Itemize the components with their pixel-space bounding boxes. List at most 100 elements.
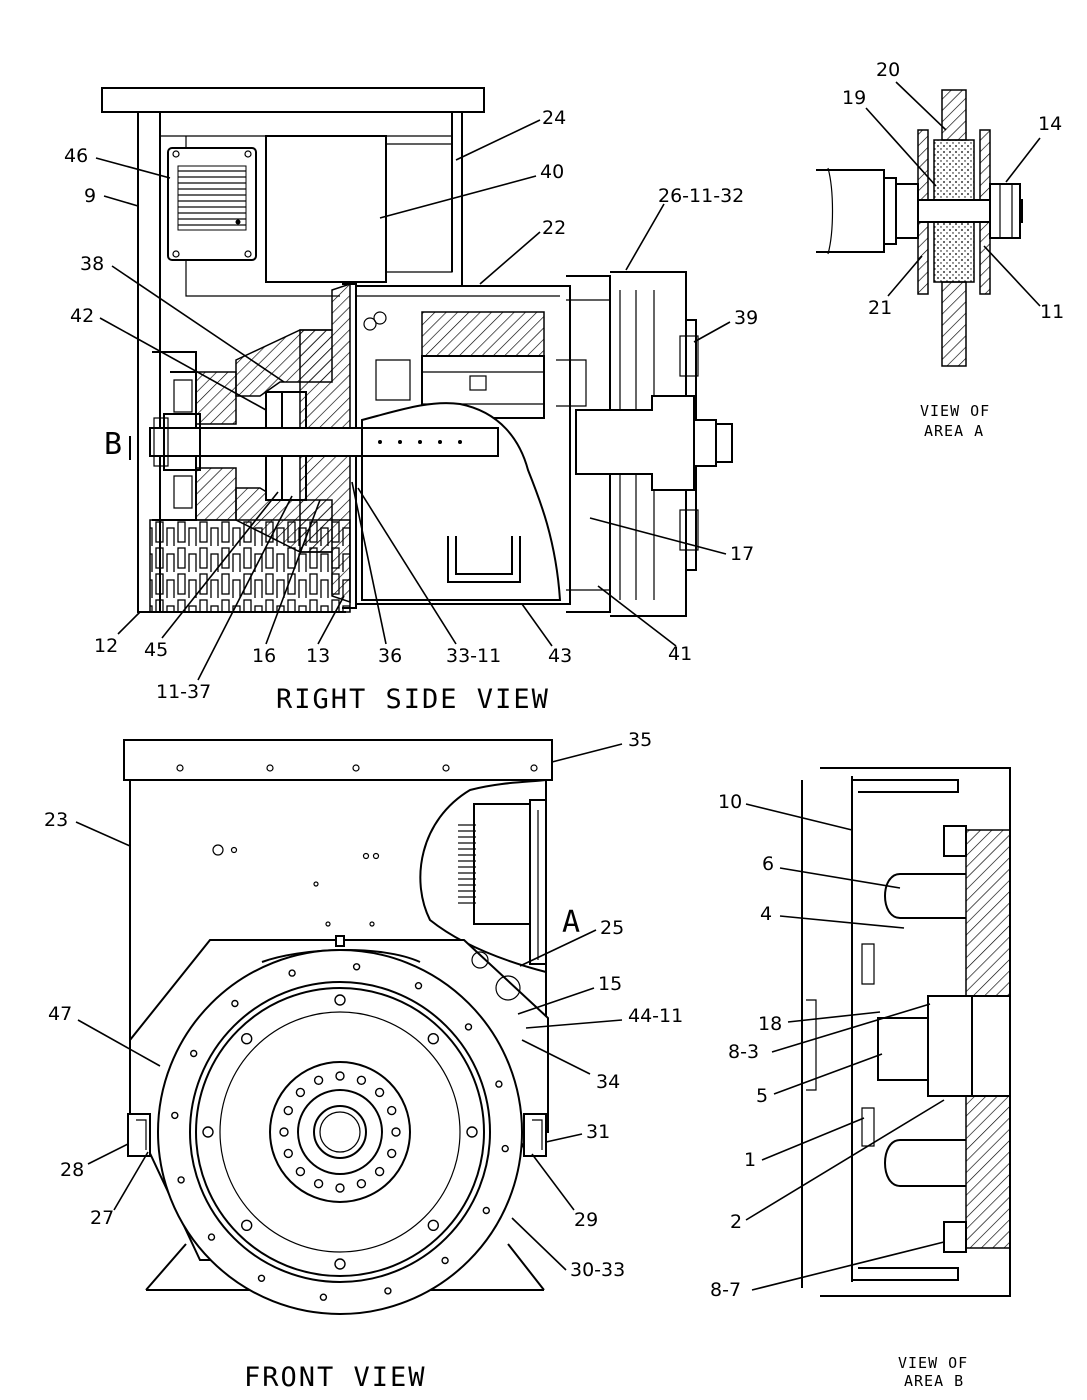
- right-side-view: B: [101, 87, 733, 617]
- callout-14: 14: [1038, 113, 1062, 135]
- callout-27: 27: [90, 1207, 114, 1229]
- bolt-hole: [441, 1256, 449, 1265]
- callout-13: 13: [306, 645, 330, 667]
- bolt-hole: [295, 1166, 306, 1177]
- intake-grille: [149, 519, 351, 613]
- bolt-hole: [501, 1144, 509, 1153]
- bolt-hole: [231, 999, 239, 1008]
- callout-9: 9: [84, 185, 96, 207]
- callout-11: 11: [1040, 301, 1064, 323]
- callout-47: 47: [48, 1003, 72, 1025]
- bolt-hole: [240, 1219, 253, 1232]
- callout-35: 35: [628, 729, 652, 751]
- callout-33-11: 33-11: [446, 645, 501, 667]
- callout-15: 15: [598, 973, 622, 995]
- callout-18: 18: [758, 1013, 782, 1035]
- bolt-hole: [356, 1075, 367, 1086]
- right-side-view-title: RIGHT SIDE VIEW: [276, 684, 550, 715]
- callout-36: 36: [378, 645, 402, 667]
- bolt-hole: [374, 1087, 385, 1098]
- bolt-hole: [427, 1219, 439, 1232]
- bolt-hole: [334, 994, 346, 1006]
- callout-24: 24: [542, 107, 566, 129]
- bolt-hole: [288, 969, 296, 977]
- bolt-hole: [171, 1111, 179, 1120]
- callout-5: 5: [756, 1085, 768, 1107]
- area-a-view: [816, 89, 1023, 367]
- callout-11-37: 11-37: [156, 681, 211, 703]
- callout-45: 45: [144, 639, 168, 661]
- callout-21: 21: [868, 297, 892, 319]
- bolt-hole: [391, 1127, 401, 1137]
- bolt-hole: [313, 1178, 324, 1189]
- bolt-hole: [257, 1274, 266, 1283]
- bolt-hole: [414, 982, 423, 990]
- view-marker-a: A: [562, 905, 582, 940]
- callout-41: 41: [668, 643, 692, 665]
- callout-17: 17: [730, 543, 754, 565]
- callout-43: 43: [548, 645, 572, 667]
- bolt-hole: [352, 963, 361, 971]
- bolt-hole: [295, 1087, 306, 1098]
- bolt-hole: [334, 1258, 346, 1270]
- bolt-hole: [466, 1126, 478, 1138]
- callout-34: 34: [596, 1071, 620, 1093]
- front-view: A: [123, 739, 582, 1315]
- bolt-hole: [356, 1178, 367, 1189]
- bolt-hole: [279, 1127, 289, 1137]
- callout-31: 31: [586, 1121, 610, 1143]
- hub-bolts: [279, 1071, 401, 1193]
- bolt-hole: [319, 1293, 328, 1301]
- bolt-hole: [240, 1032, 253, 1045]
- callout-40: 40: [540, 161, 564, 183]
- bolt-hole: [464, 1023, 473, 1031]
- callout-28: 28: [60, 1159, 84, 1181]
- bolt-hole: [202, 1126, 214, 1138]
- view-marker-b: B: [104, 427, 124, 462]
- area-a-title-line1: VIEW OF: [920, 402, 990, 420]
- area-b-title-line2: AREA B: [904, 1372, 964, 1390]
- area-b-callouts: 10 6 4 18 8-3 5 1 2 8-7 VIEW OF AREA B: [710, 791, 968, 1390]
- callout-26-11-32: 26-11-32: [658, 185, 744, 207]
- callout-16: 16: [252, 645, 276, 667]
- bolt-hole: [313, 1075, 324, 1086]
- callout-20: 20: [876, 59, 900, 81]
- callout-10: 10: [718, 791, 742, 813]
- bolt-hole: [335, 1071, 345, 1081]
- bolt-hole: [387, 1148, 397, 1159]
- callout-8-3: 8-3: [728, 1041, 759, 1063]
- callout-44-11: 44-11: [628, 1005, 683, 1027]
- area-b-view: [801, 767, 1011, 1297]
- front-view-title: FRONT VIEW: [244, 1362, 427, 1393]
- callout-29: 29: [574, 1209, 598, 1231]
- callout-39: 39: [734, 307, 758, 329]
- callout-25: 25: [600, 917, 624, 939]
- voltage-regulator: [167, 147, 257, 261]
- bolt-hole: [387, 1105, 397, 1116]
- area-a-callouts: 20 19 14 21 11 VIEW OF AREA A: [842, 59, 1064, 440]
- callout-22: 22: [542, 217, 566, 239]
- callout-6: 6: [762, 853, 774, 875]
- bolt-hole: [283, 1105, 293, 1116]
- bolt-hole: [335, 1183, 345, 1193]
- callout-42: 42: [70, 305, 94, 327]
- callout-19: 19: [842, 87, 866, 109]
- bolt-hole: [374, 1166, 385, 1177]
- bolt-hole: [384, 1287, 392, 1295]
- callout-8-7: 8-7: [710, 1279, 741, 1301]
- callout-23: 23: [44, 809, 68, 831]
- bolt-hole: [207, 1233, 216, 1241]
- right-side-callouts: 24 40 46 9 26-11-32 22 38 42 39 17 41 12…: [64, 107, 758, 715]
- callout-30-33: 30-33: [570, 1259, 625, 1281]
- callout-12: 12: [94, 635, 118, 657]
- callout-4: 4: [760, 903, 772, 925]
- bolt-hole: [189, 1049, 198, 1058]
- area-b-title-line1: VIEW OF: [898, 1354, 968, 1372]
- callout-1: 1: [744, 1149, 756, 1171]
- bolt-hole: [482, 1206, 490, 1215]
- bolt-hole: [495, 1080, 503, 1088]
- front-callouts: 35 23 25 47 15 44-11 34 31 28 27 29 30-3…: [44, 729, 683, 1393]
- flange-bolts: [171, 963, 509, 1301]
- bolt-hole: [283, 1148, 293, 1159]
